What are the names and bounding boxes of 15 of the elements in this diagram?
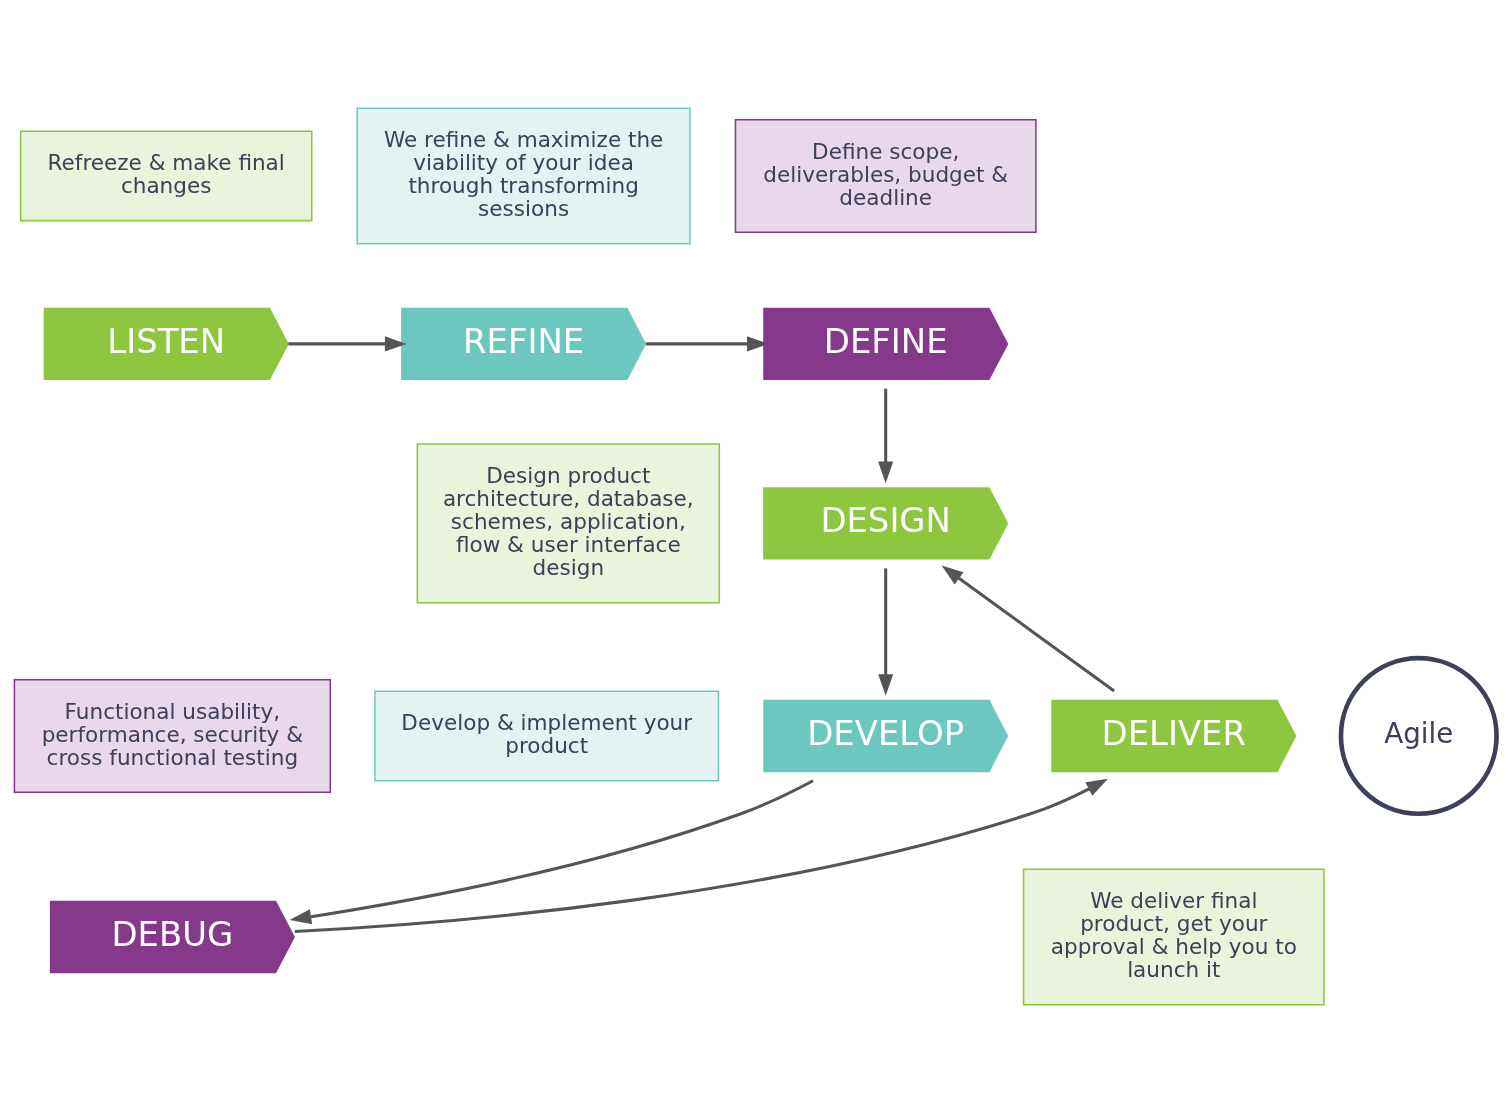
node-box: Develop & implement your product: [374, 690, 720, 781]
node-box: We refine & maximize the viability of your idea through transforming sessions: [356, 106, 691, 244]
arrow: [289, 778, 814, 924]
node-box: Refreeze & make final changes: [19, 130, 313, 221]
node-box: Functional usability, performance, security & cross functional testing: [13, 678, 332, 793]
arrow: [941, 565, 1116, 692]
node-box: Design product architecture, database, schemes, application, flow & user interface design: [416, 442, 721, 603]
arrow: [878, 567, 894, 696]
node-circle: Agile: [1338, 655, 1499, 816]
node-box: Define scope, deliverables, budget & deadline: [734, 118, 1037, 233]
arrow: [878, 388, 894, 483]
node-box: We deliver final product, get your approval & help you to launch it: [1022, 868, 1325, 1006]
arrow: [294, 778, 1108, 933]
arrow: [645, 335, 769, 351]
arrow: [288, 335, 407, 351]
